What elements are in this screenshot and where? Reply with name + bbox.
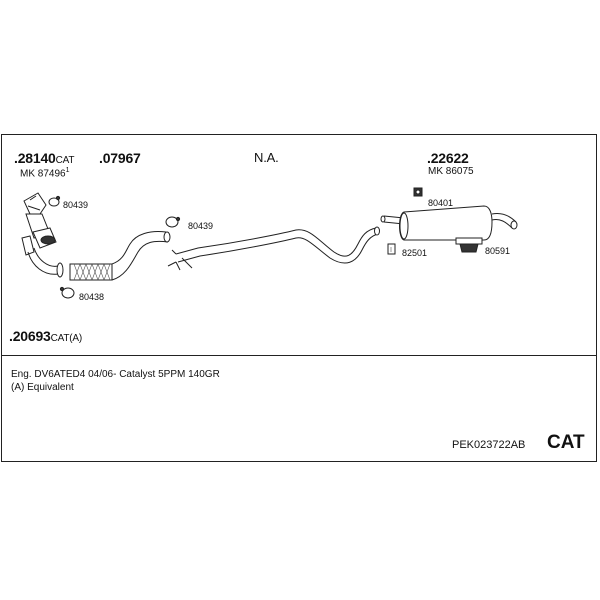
engine-info: Eng. DV6ATED4 04/06- Catalyst 5PPM 140GR bbox=[11, 369, 220, 380]
pipe-07967 bbox=[69, 231, 171, 281]
flange-gasket bbox=[56, 262, 64, 278]
notes-divider bbox=[1, 355, 597, 356]
part-number: .20693 bbox=[9, 328, 51, 344]
accessory-80439-mid: 80439 bbox=[188, 221, 214, 231]
accessory-82501: 82501 bbox=[402, 248, 428, 258]
silencer-22622 bbox=[380, 205, 518, 241]
part-28140-mk: MK 874961 bbox=[20, 167, 70, 179]
hanger-80401 bbox=[413, 187, 423, 197]
mk-mark: 1 bbox=[65, 167, 70, 174]
mount-80591 bbox=[455, 237, 483, 253]
mk-number: MK 87496 bbox=[20, 168, 66, 180]
clamp-80439-top bbox=[48, 195, 61, 207]
part-07967-label: .07967 bbox=[99, 150, 141, 166]
catalyst-28140 bbox=[21, 192, 59, 275]
part-22622-label: .22622 bbox=[427, 150, 469, 166]
accessory-80438: 80438 bbox=[79, 292, 105, 302]
accessory-80401: 80401 bbox=[428, 198, 454, 208]
clamp-80439-mid bbox=[165, 216, 181, 228]
part-suffix: CAT(A) bbox=[50, 333, 83, 344]
part-22622-mk: MK 86075 bbox=[428, 166, 474, 177]
diagram-frame bbox=[1, 134, 597, 462]
gasket-82501 bbox=[387, 243, 396, 255]
accessory-80591: 80591 bbox=[485, 246, 511, 256]
part-28140-label: .28140CAT bbox=[14, 151, 74, 166]
category-badge: CAT bbox=[547, 432, 585, 453]
accessory-80439-top: 80439 bbox=[63, 200, 89, 210]
kit-code: PEK023722AB bbox=[452, 439, 526, 451]
clamp-80438 bbox=[59, 286, 75, 299]
center-pipe bbox=[167, 226, 380, 271]
part-na-label: N.A. bbox=[254, 150, 279, 165]
part-suffix: CAT bbox=[55, 155, 75, 166]
part-number: .28140 bbox=[14, 150, 56, 166]
equivalent-note: (A) Equivalent bbox=[11, 382, 74, 393]
part-20693-label: .20693CAT(A) bbox=[9, 329, 82, 344]
